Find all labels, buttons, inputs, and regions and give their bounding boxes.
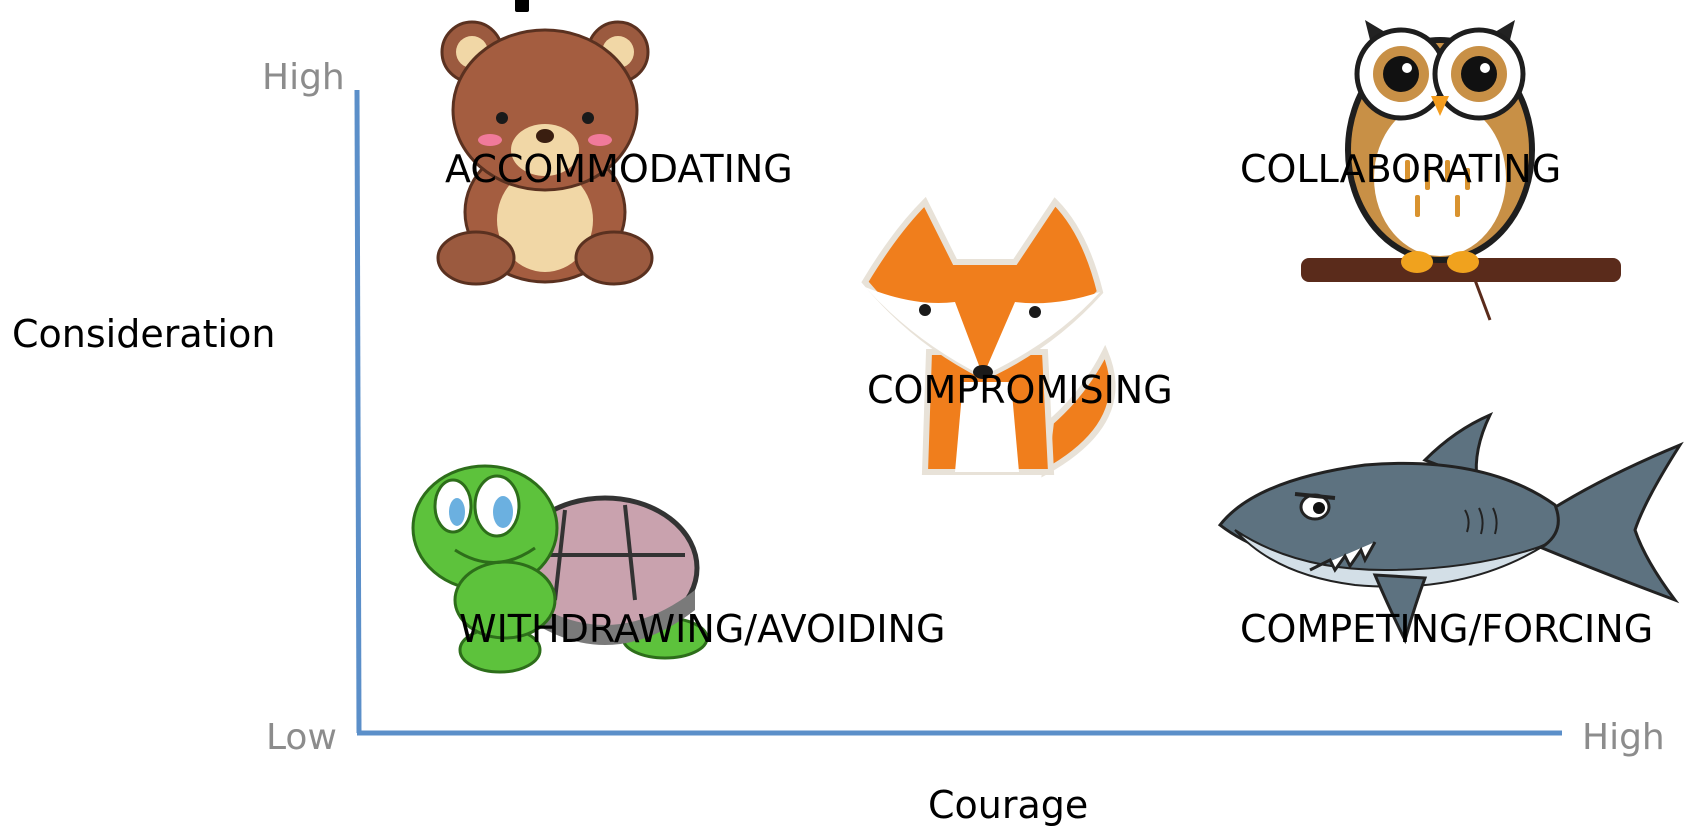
label-collaborating: COLLABORATING bbox=[1240, 147, 1562, 191]
shark-icon bbox=[1217, 412, 1684, 645]
y-axis-high-label: High bbox=[262, 57, 345, 98]
y-axis-title: Consideration bbox=[12, 312, 276, 356]
label-competing-forcing: COMPETING/FORCING bbox=[1240, 607, 1654, 651]
turtle-icon bbox=[411, 464, 709, 674]
owl-icon bbox=[1301, 20, 1621, 321]
x-axis-title: Courage bbox=[928, 783, 1089, 827]
label-compromising: COMPROMISING bbox=[867, 368, 1173, 412]
label-withdrawing-avoiding: WITHDRAWING/AVOIDING bbox=[459, 607, 946, 651]
x-axis-low-label: Low bbox=[266, 717, 337, 758]
title-fragment bbox=[515, 0, 529, 12]
bear-icon bbox=[436, 20, 654, 286]
label-accommodating: ACCOMMODATING bbox=[445, 147, 793, 191]
fox-icon bbox=[861, 196, 1116, 478]
x-axis-high-label: High bbox=[1582, 717, 1665, 758]
y-axis-line bbox=[354, 89, 362, 734]
